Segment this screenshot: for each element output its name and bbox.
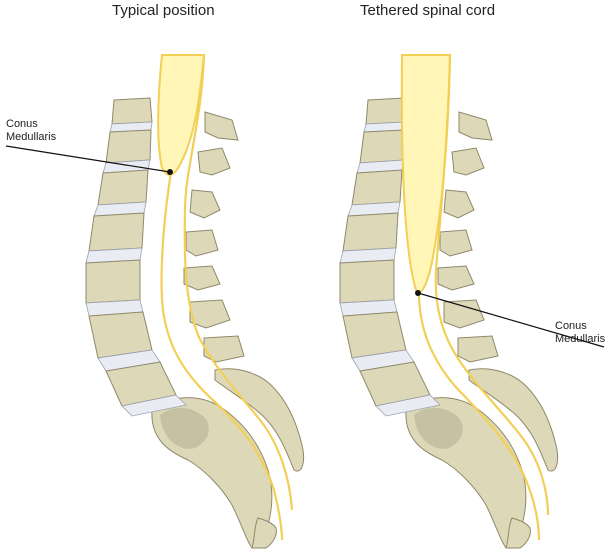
vertebral-bodies <box>85 97 187 417</box>
filum-terminale-typical <box>160 171 284 541</box>
filum-terminale-tethered <box>417 291 541 541</box>
sacral-crest <box>214 368 305 472</box>
leader-dot-typical <box>167 169 173 175</box>
posterior-processes <box>183 111 245 363</box>
leader-line-typical <box>5 145 171 173</box>
sacral-crest <box>468 368 559 472</box>
posterior-processes <box>437 111 499 363</box>
spine-tethered <box>339 54 559 549</box>
leader-line-tethered <box>417 292 605 348</box>
label-line-2: Medullaris <box>6 131 57 143</box>
sacrum-inner <box>160 407 209 449</box>
label-line-1: Conus <box>555 320 587 332</box>
dura-line-typical <box>183 54 294 511</box>
label-line-1: Conus <box>6 118 38 130</box>
coccyx <box>251 517 277 549</box>
coccyx <box>505 517 531 549</box>
vertebral-bodies <box>339 97 441 417</box>
leader-lines <box>5 145 605 348</box>
label-conus-typical: Conus Medullaris <box>6 118 56 144</box>
panel-title-typical: Typical position <box>112 2 215 19</box>
dura-line-tethered <box>434 54 550 516</box>
sacrum-inner <box>414 407 463 449</box>
spine-typical <box>85 54 305 549</box>
panel-title-tethered: Tethered spinal cord <box>360 2 496 19</box>
leader-dot-tethered <box>415 290 421 296</box>
